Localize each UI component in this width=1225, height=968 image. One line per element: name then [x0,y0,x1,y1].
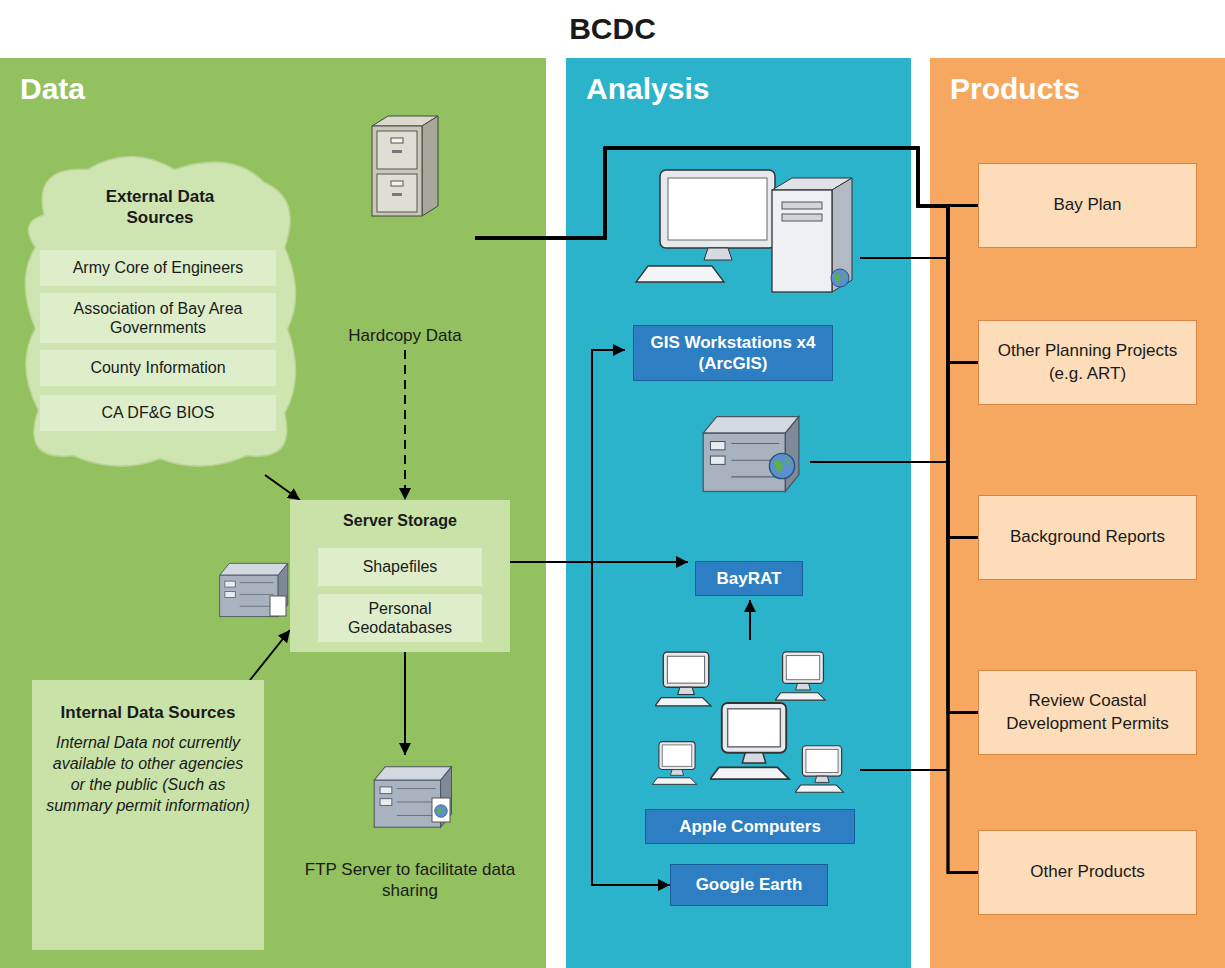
file-cabinet-icon [372,116,438,216]
node-label: FTP Server to facilitate data sharing [285,859,535,902]
column-band: ProductsBay PlanOther Planning Projects … [930,58,1225,968]
connector-line [810,363,978,463]
workstation-icon [636,170,852,292]
ftp-server: FTP Server to facilitate data sharing [285,755,535,905]
node-label: GIS Workstations x4 (ArcGIS) [633,325,833,382]
product-box: Bay Plan [978,163,1197,248]
connector-line [860,770,978,873]
connector-line [860,363,978,771]
product-box: Other Products [978,830,1197,915]
ftp-server-icon [374,767,451,827]
node-label: Internal Data Sources [61,702,236,723]
node-body: Internal Data not currently available to… [46,733,250,816]
connector-arrow [250,630,290,680]
connector-line [810,206,978,463]
source-item: CA DF&G BIOS [40,395,276,431]
node-label: Shapefiles [363,557,438,576]
node-label: Products [938,62,1092,116]
connector-arrow [510,561,688,563]
storage-server-icon [220,563,288,616]
bayrat-server: BayRAT [688,405,810,600]
product-box: Review Coastal Development Permits [978,670,1197,755]
title-bar: BCDC [0,0,1225,58]
node-label: Army Core of Engineers [73,258,244,277]
node-label: Data [8,62,97,116]
connector-line [810,462,978,713]
node-label: Bay Plan [1053,194,1121,216]
node-label: External Data Sources [80,186,240,229]
internal-sources-box: Internal Data SourcesInternal Data not c… [32,680,264,950]
node-label: Association of Bay Area Governments [48,299,268,337]
connector-line [810,462,978,538]
node-label: Apple Computers [645,809,855,844]
bayrat-server-icon [703,417,799,492]
source-item: County Information [40,350,276,386]
data-band-fill [0,58,546,968]
connector-arrow [592,350,670,885]
column-band: DataExternal Data SourcesArmy Core of En… [0,58,546,968]
connector-line [860,258,978,873]
gis-workstations: GIS Workstations x4 (ArcGIS) [625,160,860,385]
connector-line [860,258,978,538]
connector-line [475,148,978,713]
google-earth: Google Earth [670,864,828,906]
diagram-title: BCDC [569,12,656,46]
node-label: Other Planning Projects (e.g. ART) [987,340,1188,384]
connector-line [860,713,978,771]
storage-item: Shapefiles [318,548,482,586]
data-cloud: External Data SourcesArmy Core of Engine… [15,150,305,475]
node-label: County Information [90,358,225,377]
storage-item: Personal Geodatabases [318,594,482,642]
node-label: Other Products [1030,861,1144,883]
node-label: Personal Geodatabases [326,599,474,637]
connector-line [860,206,978,771]
node-label: Server Storage [343,512,457,530]
connector-arrow [749,600,751,640]
connector-line [475,148,978,538]
connector-arrow [404,652,406,755]
storage-box: Server StorageShapefilesPersonal Geodata… [290,500,510,652]
product-box: Background Reports [978,495,1197,580]
source-item: Army Core of Engineers [40,250,276,286]
node-label: Review Coastal Development Permits [987,690,1188,734]
column-band: AnalysisGIS Workstations x4 (ArcGIS) BayR… [566,58,911,968]
node-label: CA DF&G BIOS [102,403,215,422]
connector-line [860,258,978,713]
node-label: Google Earth [670,864,828,906]
connector-line [475,148,978,238]
connector-line [860,258,978,363]
node-label: Hardcopy Data [348,325,461,346]
analysis-band-fill [566,58,911,968]
apple-computers-icon [652,652,843,792]
product-box: Other Planning Projects (e.g. ART) [978,320,1197,405]
connector-line [860,538,978,771]
node-label: Background Reports [1010,526,1165,548]
hardcopy-data: Hardcopy Data [335,110,475,350]
apple-computers: Apple Computers [640,640,860,848]
connector-arrow [404,350,406,500]
node-label: Analysis [574,62,721,116]
node-label: BayRAT [695,561,803,596]
connector-line [860,206,978,259]
products-band-fill [930,58,1225,968]
source-item: Association of Bay Area Governments [40,293,276,343]
connector-arrow [265,475,300,500]
connector-line [475,148,978,873]
